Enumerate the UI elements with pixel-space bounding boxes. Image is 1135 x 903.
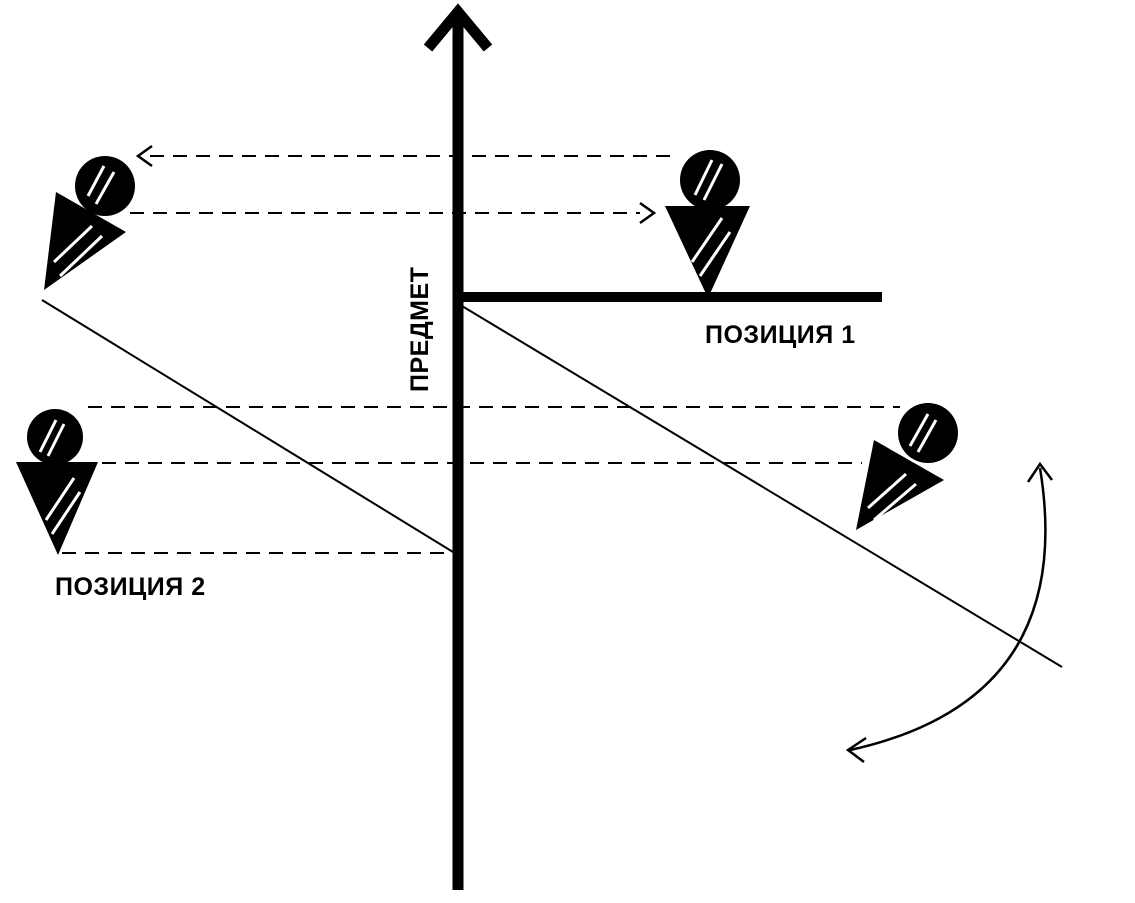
rotation-arc <box>849 467 1047 752</box>
figure-reflection-upper-left-icon <box>44 156 135 290</box>
figure-position-1-icon <box>665 150 750 298</box>
label-position-1: ПОЗИЦИЯ 1 <box>705 321 856 349</box>
rotation-arrowhead-bottom-icon <box>845 736 867 763</box>
object-axis <box>423 3 493 890</box>
arrowhead-right-icon <box>639 201 657 225</box>
rotation-arrow <box>845 461 1053 763</box>
object-axis-arrowhead <box>423 3 493 52</box>
label-position-2: ПОЗИЦИЯ 2 <box>55 573 206 601</box>
mirror-rotated-line <box>461 305 1063 668</box>
image-line-position-2 <box>41 299 454 553</box>
figure-position-2-icon <box>16 409 98 555</box>
rotation-arrowhead-top-icon <box>1026 461 1053 483</box>
arrowhead-left-icon <box>135 144 153 168</box>
figure-reflection-right-icon <box>856 403 958 530</box>
label-object: ПРЕДМЕТ <box>406 267 434 392</box>
projection-lines <box>62 155 900 554</box>
